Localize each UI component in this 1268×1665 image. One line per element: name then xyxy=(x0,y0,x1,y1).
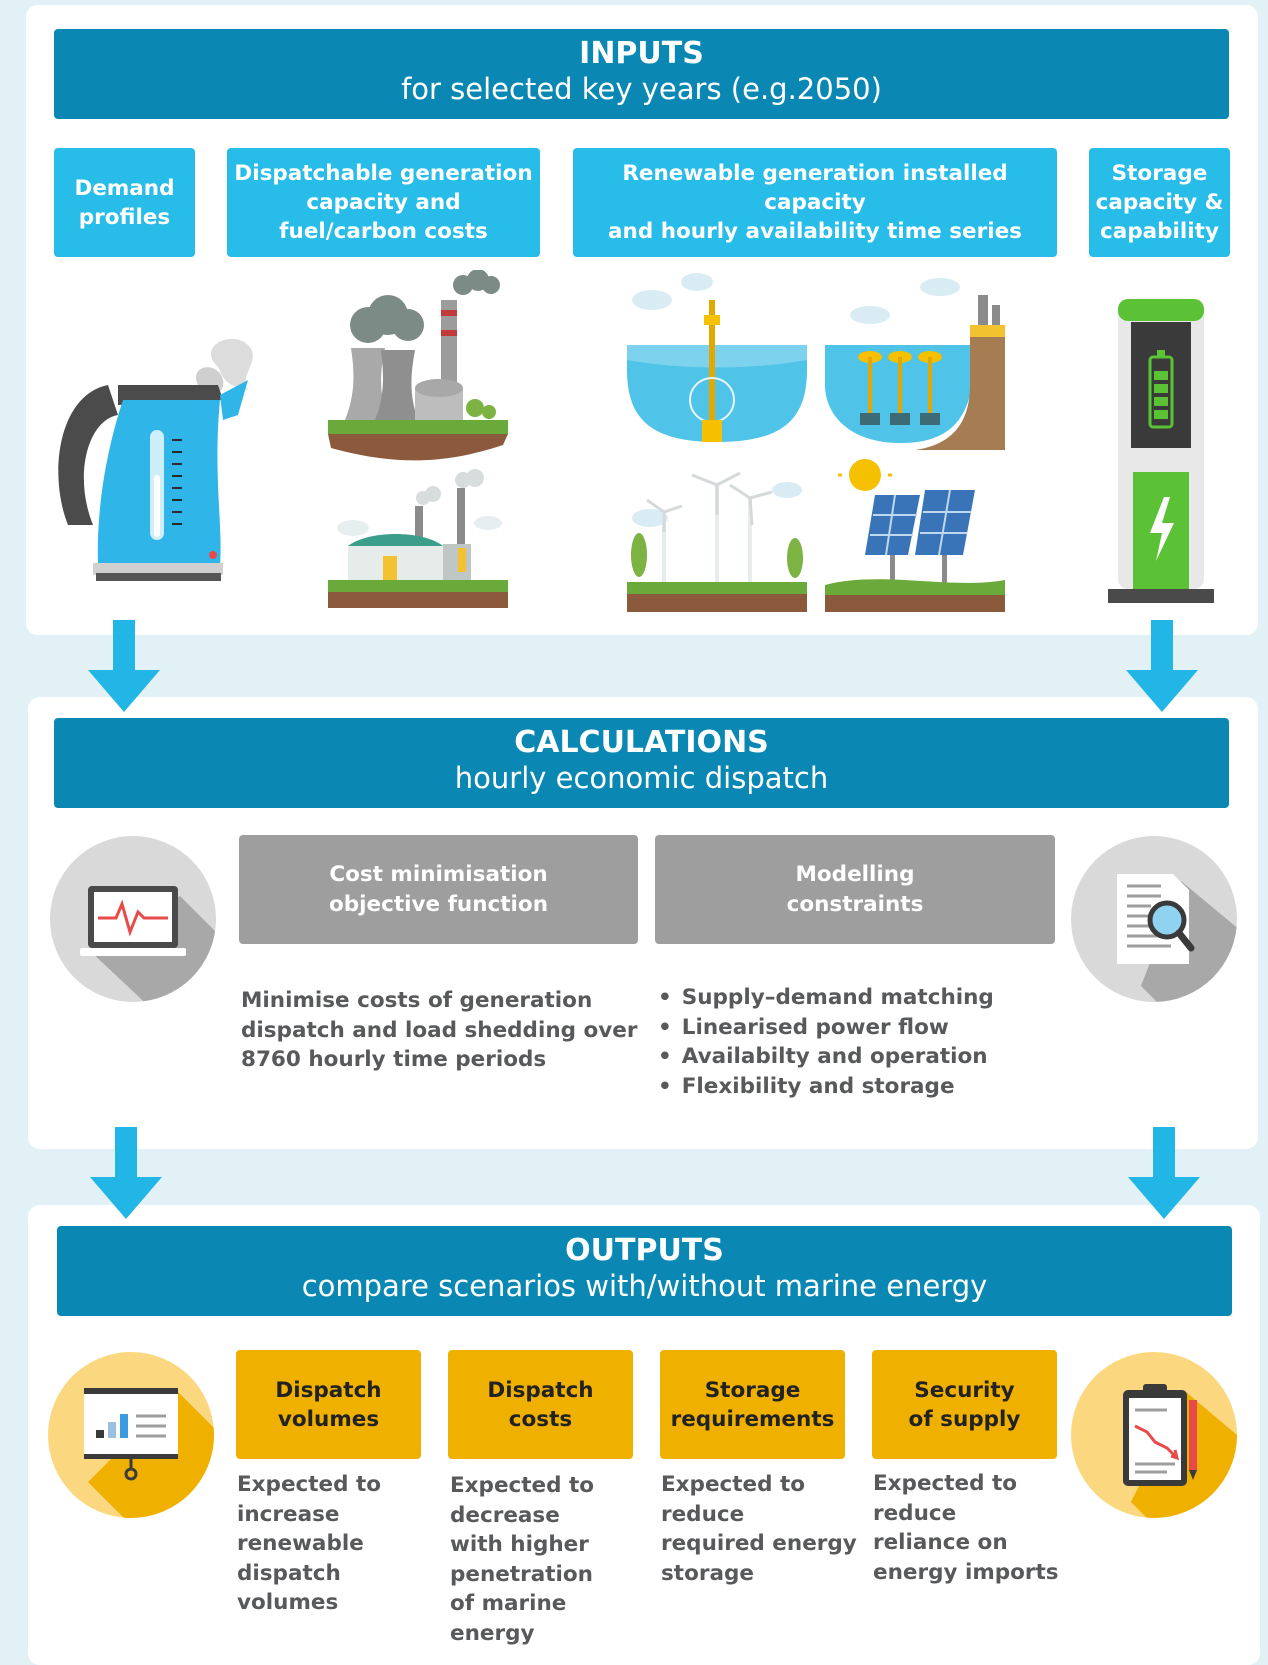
constraint-item: Linearised power flow xyxy=(658,1013,1078,1043)
wind-farm-icon xyxy=(627,471,807,612)
input-box-demand: Demand profiles xyxy=(54,148,195,257)
modelling-constraints-box: Modelling constraints xyxy=(655,835,1055,944)
output-box-security-of-supply: Security of supply xyxy=(872,1350,1057,1459)
input-box-dispatchable: Dispatchable generation capacity and fue… xyxy=(227,148,540,257)
arrow-down-right-2 xyxy=(1128,1127,1200,1219)
kettle-icon xyxy=(58,338,253,581)
outputs-subtitle: compare scenarios with/without marine en… xyxy=(301,1269,988,1303)
output-label: Dispatch volumes xyxy=(275,1377,382,1432)
output-description-storage-requirements: Expected to reduce required energy stora… xyxy=(661,1472,857,1586)
arrow-down-left-1 xyxy=(88,620,160,712)
laptop-chart-icon xyxy=(50,836,216,1002)
output-label: Dispatch costs xyxy=(487,1377,594,1432)
output-box-dispatch-costs: Dispatch costs xyxy=(448,1350,633,1459)
clipboard-report-icon xyxy=(1071,1352,1237,1518)
inputs-subtitle: for selected key years (e.g.2050) xyxy=(401,72,882,106)
objective-label: Cost minimisation objective function xyxy=(328,861,549,917)
input-box-label: Storage capacity & capability xyxy=(1095,161,1224,244)
input-box-label: Dispatchable generation capacity and fue… xyxy=(234,161,533,244)
input-box-label: Renewable generation installed capacity … xyxy=(608,161,1022,244)
tidal-stream-turbine-icon xyxy=(627,273,807,442)
calculations-banner: CALCULATIONS hourly economic dispatch xyxy=(54,718,1229,808)
coal-power-plant-icon xyxy=(328,270,508,461)
solar-panel-icon xyxy=(825,459,1005,612)
constraints-list: Supply–demand matching Linearised power … xyxy=(658,983,1078,1101)
battery-storage-icon xyxy=(1108,299,1214,603)
output-box-dispatch-volumes: Dispatch volumes xyxy=(236,1350,421,1459)
objective-description: Minimise costs of generation dispatch an… xyxy=(241,988,638,1072)
arrow-down-left-2 xyxy=(90,1127,162,1219)
document-search-icon xyxy=(1071,836,1237,1002)
output-label: Security of supply xyxy=(908,1377,1021,1432)
output-description-security-of-supply: Expected to reduce reliance on energy im… xyxy=(873,1471,1059,1585)
output-description-dispatch-costs: Expected to decrease with higher penetra… xyxy=(450,1473,595,1646)
calculations-title: CALCULATIONS xyxy=(514,725,769,760)
output-label: Storage requirements xyxy=(670,1377,835,1432)
inputs-title: INPUTS xyxy=(579,36,704,71)
output-box-storage-requirements: Storage requirements xyxy=(660,1350,845,1459)
constraint-item: Availabilty and operation xyxy=(658,1042,1078,1072)
objective-function-box: Cost minimisation objective function xyxy=(239,835,638,944)
arrow-down-right-1 xyxy=(1126,620,1198,712)
presentation-board-icon xyxy=(48,1352,214,1518)
calculations-subtitle: hourly economic dispatch xyxy=(454,761,829,795)
output-description-dispatch-volumes: Expected to increase renewable dispatch … xyxy=(237,1472,382,1615)
input-box-storage: Storage capacity & capability xyxy=(1089,148,1230,257)
constraint-item: Flexibility and storage xyxy=(658,1072,1078,1102)
tidal-range-icon xyxy=(825,278,1005,450)
constraints-label: Modelling constraints xyxy=(786,861,924,917)
input-box-renewable: Renewable generation installed capacity … xyxy=(573,148,1057,257)
constraint-item: Supply–demand matching xyxy=(658,983,1078,1013)
inputs-banner: INPUTS for selected key years (e.g.2050) xyxy=(54,29,1229,119)
outputs-title: OUTPUTS xyxy=(565,1233,724,1268)
gas-power-plant-icon xyxy=(328,469,508,608)
outputs-banner: OUTPUTS compare scenarios with/without m… xyxy=(57,1226,1232,1316)
input-box-label: Demand profiles xyxy=(74,175,175,230)
